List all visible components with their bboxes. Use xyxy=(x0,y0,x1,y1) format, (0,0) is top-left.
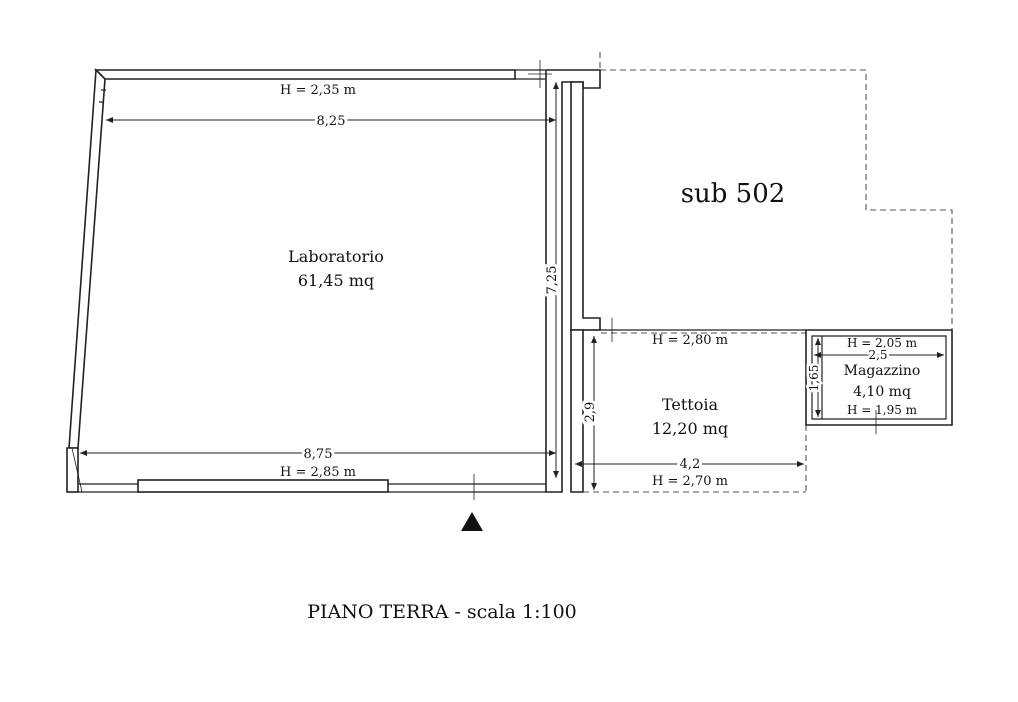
laboratorio-area: 61,45 mq xyxy=(298,271,374,290)
lab-depth: 7,25 xyxy=(545,266,560,295)
laboratorio-name: Laboratorio xyxy=(288,247,384,266)
tettoia-width: 4,2 xyxy=(680,457,701,472)
dimension-lines xyxy=(71,60,944,500)
magazzino-area: 4,10 mq xyxy=(853,384,911,400)
magazzino-name: Magazzino xyxy=(844,363,921,379)
entrance-arrow-icon xyxy=(461,512,483,531)
lab-bottom-height: H = 2,85 m xyxy=(280,465,356,480)
magazzino-bottom-height: H = 1,95 m xyxy=(847,403,918,417)
laboratorio-walls xyxy=(66,68,601,493)
magazzino-top-height: H = 2,05 m xyxy=(847,336,918,350)
sub-502-label: sub 502 xyxy=(681,179,786,209)
lab-top-height: H = 2,35 m xyxy=(280,83,356,98)
tettoia-depth: 2,9 xyxy=(583,402,598,423)
magazzino-width: 2,5 xyxy=(868,348,887,362)
magazzino-depth: 1,65 xyxy=(807,365,821,392)
tettoia-bottom-height: H = 2,70 m xyxy=(652,474,728,489)
lab-top-width: 8,25 xyxy=(317,114,346,129)
tettoia-name: Tettoia xyxy=(662,395,719,414)
plan-title: PIANO TERRA - scala 1:100 xyxy=(307,601,577,623)
tettoia-area: 12,20 mq xyxy=(652,419,728,438)
lab-bottom-width: 8,75 xyxy=(304,447,333,462)
tettoia-top-height: H = 2,80 m xyxy=(652,333,728,348)
tettoia-outline xyxy=(583,329,807,493)
